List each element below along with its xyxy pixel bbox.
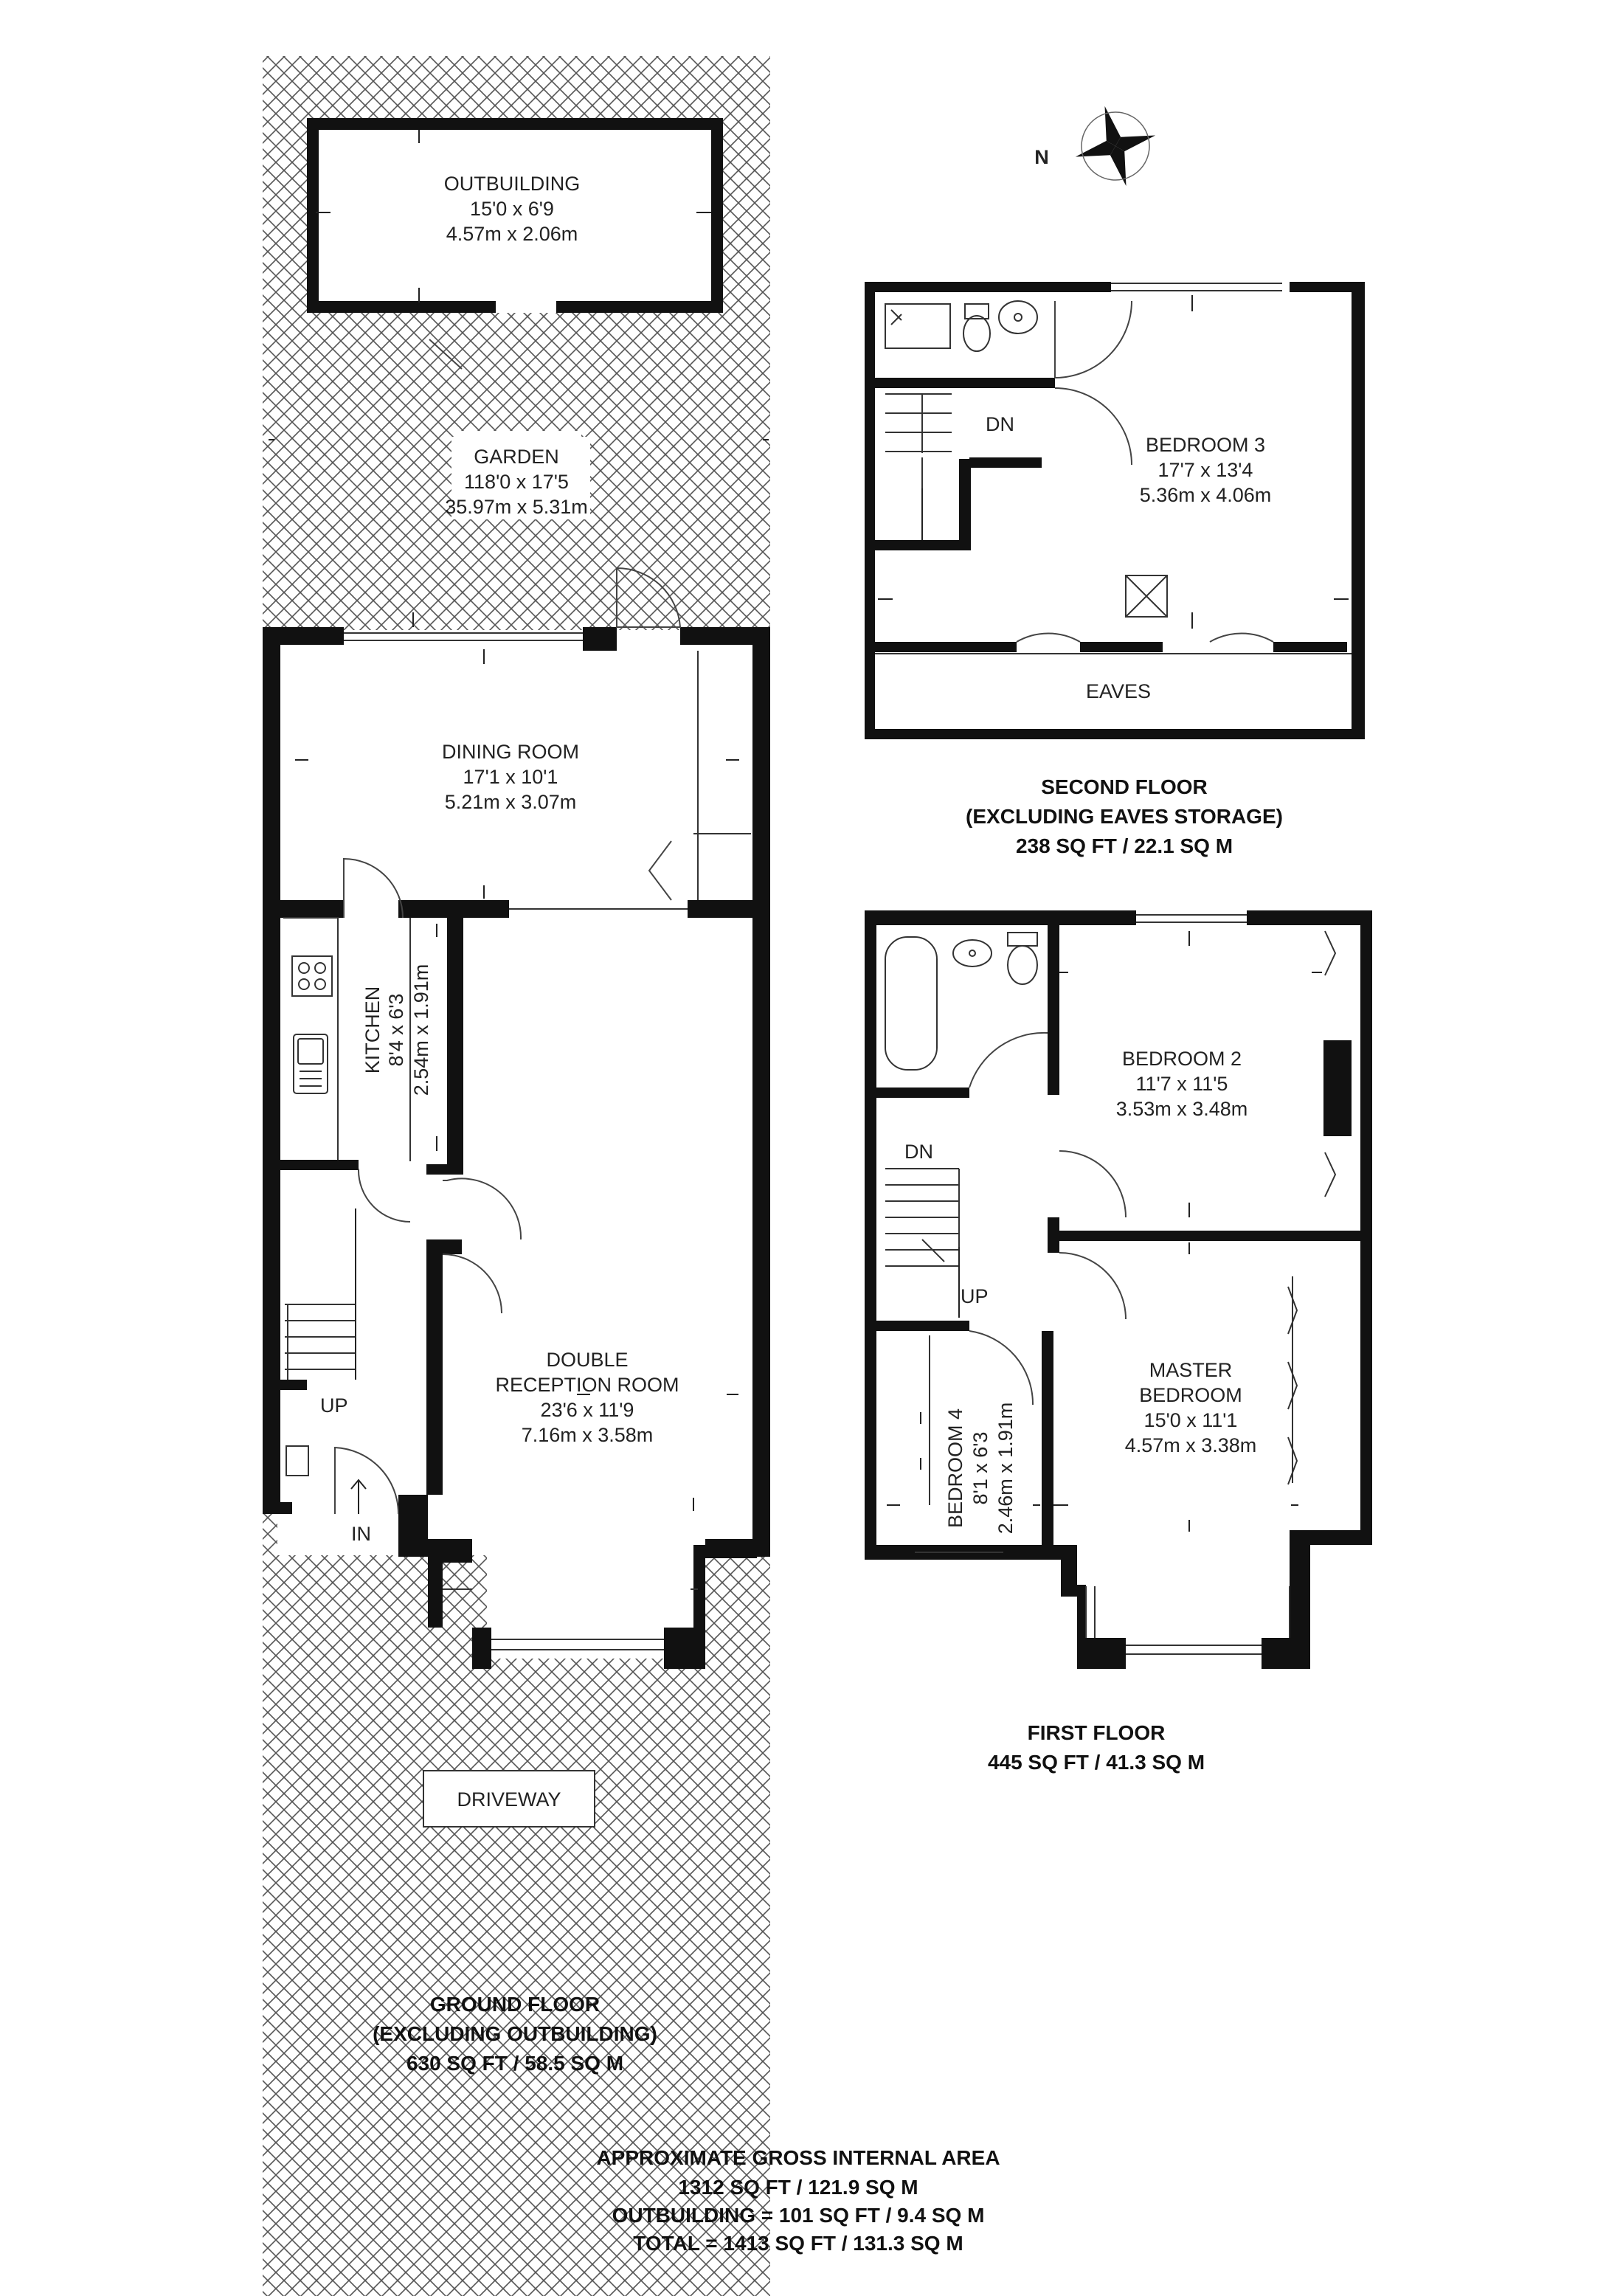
master-name-2: BEDROOM <box>1139 1384 1242 1406</box>
totals-title: APPROXIMATE GROSS INTERNAL AREA <box>596 2146 1000 2169</box>
garden-imperial: 118'0 x 17'5 <box>464 471 569 493</box>
area-totals: APPROXIMATE GROSS INTERNAL AREA 1312 SQ … <box>596 2146 1000 2255</box>
ground-floor-caption: GROUND FLOOR (EXCLUDING OUTBUILDING) 630… <box>373 1993 657 2075</box>
reception-imperial: 23'6 x 11'9 <box>541 1399 634 1421</box>
second-caption-1: SECOND FLOOR <box>1041 775 1208 798</box>
kitchen-metric: 2.54m x 1.91m <box>410 964 432 1096</box>
totals-gross: 1312 SQ FT / 121.9 SQ M <box>678 2176 918 2199</box>
dining-name: DINING ROOM <box>442 741 579 763</box>
bedroom2-metric: 3.53m x 3.48m <box>1116 1098 1248 1120</box>
ground-staircase <box>285 1208 356 1380</box>
driveway-label: DRIVEWAY <box>423 1770 595 1828</box>
entrance-arrow-icon <box>350 1479 367 1514</box>
bedroom4-label: BEDROOM 4 8'1 x 6'3 2.46m x 1.91m <box>944 1403 1017 1535</box>
kitchen-name: KITCHEN <box>361 986 384 1074</box>
entrance-in-label: IN <box>351 1523 371 1545</box>
first-floor-caption: FIRST FLOOR 445 SQ FT / 41.3 SQ M <box>988 1721 1205 1774</box>
kitchen-imperial: 8'4 x 6'3 <box>385 994 407 1067</box>
master-imperial: 15'0 x 11'1 <box>1144 1409 1238 1431</box>
compass-rose-icon <box>1075 106 1156 187</box>
outbuilding <box>307 118 723 313</box>
second-caption-3: 238 SQ FT / 22.1 SQ M <box>1016 834 1233 857</box>
first-caption-1: FIRST FLOOR <box>1028 1721 1166 1744</box>
totals-outbuilding: OUTBUILDING = 101 SQ FT / 9.4 SQ M <box>612 2204 985 2227</box>
bedroom4-imperial: 8'1 x 6'3 <box>969 1432 992 1505</box>
second-caption-2: (EXCLUDING EAVES STORAGE) <box>966 805 1283 828</box>
second-dn-label: DN <box>986 413 1014 435</box>
outbuilding-metric: 4.57m x 2.06m <box>446 223 578 245</box>
reception-name-1: DOUBLE <box>546 1349 628 1371</box>
dining-label: DINING ROOM 17'1 x 10'1 5.21m x 3.07m <box>442 741 579 813</box>
second-floor-caption: SECOND FLOOR (EXCLUDING EAVES STORAGE) 2… <box>966 775 1283 857</box>
ground-floor: OUTBUILDING 15'0 x 6'9 4.57m x 2.06m GAR… <box>263 56 770 2296</box>
ground-caption-1: GROUND FLOOR <box>430 1993 600 2016</box>
bedroom2-label: BEDROOM 2 11'7 x 11'5 3.53m x 3.48m <box>1116 1048 1248 1120</box>
ground-caption-3: 630 SQ FT / 58.5 SQ M <box>406 2052 623 2075</box>
garden-name: GARDEN <box>474 446 559 468</box>
kitchen-label: KITCHEN 8'4 x 6'3 2.54m x 1.91m <box>361 964 432 1096</box>
bedroom4-metric: 2.46m x 1.91m <box>994 1403 1017 1535</box>
outbuilding-label: OUTBUILDING 15'0 x 6'9 4.57m x 2.06m <box>444 173 581 245</box>
ground-up-label: UP <box>320 1394 348 1417</box>
house-ground-interior <box>277 639 757 1555</box>
outbuilding-name: OUTBUILDING <box>444 173 581 195</box>
compass: N <box>1034 106 1156 187</box>
skylight-icon <box>1125 575 1168 618</box>
eaves-label: EAVES <box>1086 680 1151 702</box>
master-name-1: MASTER <box>1149 1359 1233 1381</box>
reception-metric: 7.16m x 3.58m <box>522 1424 654 1446</box>
sink-icon <box>293 1034 328 1094</box>
bedroom4-name: BEDROOM 4 <box>944 1408 966 1528</box>
dining-metric: 5.21m x 3.07m <box>445 791 577 813</box>
compass-north-label: N <box>1034 146 1049 168</box>
totals-total: TOTAL = 1413 SQ FT / 131.3 SQ M <box>633 2232 963 2255</box>
first-up-label: UP <box>961 1285 989 1307</box>
bedroom2-imperial: 11'7 x 11'5 <box>1136 1073 1228 1095</box>
first-caption-2: 445 SQ FT / 41.3 SQ M <box>988 1751 1205 1774</box>
garden-label: GARDEN 118'0 x 17'5 35.97m x 5.31m <box>445 437 590 519</box>
reception-name-2: RECEPTION ROOM <box>495 1374 679 1396</box>
bedroom3-name: BEDROOM 3 <box>1146 434 1265 456</box>
dining-imperial: 17'1 x 10'1 <box>463 766 558 788</box>
bedroom3-label: BEDROOM 3 17'7 x 13'4 5.36m x 4.06m <box>1140 434 1272 506</box>
second-floor: BEDROOM 3 17'7 x 13'4 5.36m x 4.06m DN E… <box>865 282 1365 857</box>
first-dn-label: DN <box>904 1141 933 1163</box>
ground-caption-2: (EXCLUDING OUTBUILDING) <box>373 2022 657 2045</box>
master-metric: 4.57m x 3.38m <box>1125 1434 1257 1456</box>
master-bedroom-label: MASTER BEDROOM 15'0 x 11'1 4.57m x 3.38m <box>1125 1359 1257 1456</box>
bath-icon <box>885 936 938 1071</box>
bedroom3-metric: 5.36m x 4.06m <box>1140 484 1272 506</box>
bedroom2-name: BEDROOM 2 <box>1122 1048 1242 1070</box>
garden-metric: 35.97m x 5.31m <box>445 496 588 518</box>
driveway-name: DRIVEWAY <box>457 1788 561 1811</box>
first-floor: BEDROOM 2 11'7 x 11'5 3.53m x 3.48m MAST… <box>865 910 1372 1774</box>
bedroom3-imperial: 17'7 x 13'4 <box>1158 459 1253 481</box>
outbuilding-imperial: 15'0 x 6'9 <box>470 198 554 220</box>
reception-label: DOUBLE RECEPTION ROOM 23'6 x 11'9 7.16m … <box>495 1349 679 1446</box>
hob-icon <box>291 955 333 997</box>
